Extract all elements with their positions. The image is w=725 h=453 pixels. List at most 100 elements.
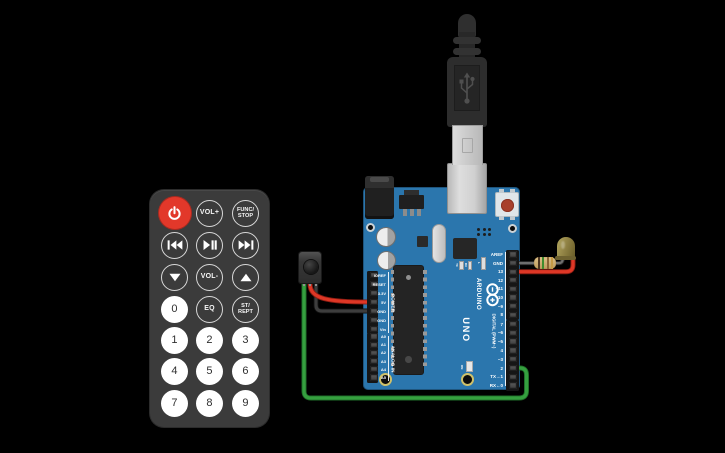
- pin-label-A4: A4: [380, 367, 386, 372]
- icsp-pin[interactable]: [482, 233, 486, 236]
- led-flange: [555, 256, 576, 260]
- chip-legs: [423, 270, 427, 370]
- pin-label-IOREF: IOREF: [373, 272, 386, 278]
- remote-button-label: VOL+: [199, 209, 220, 216]
- pin-socket-RESET[interactable]: [369, 280, 378, 288]
- pin-label-GND: GND: [377, 317, 386, 323]
- resistor[interactable]: [534, 257, 556, 269]
- play-pause-icon: [203, 240, 217, 250]
- pin-socket-~9[interactable]: [508, 302, 517, 310]
- led[interactable]: [556, 237, 575, 260]
- arrow-up-icon: [239, 273, 252, 282]
- usb-cable-connector[interactable]: [447, 57, 487, 127]
- remote-button-label: EQ: [204, 305, 215, 312]
- pin-socket-A3[interactable]: [369, 357, 378, 365]
- pin-socket-7[interactable]: [508, 320, 517, 328]
- remote-button-digit-0[interactable]: 0: [161, 295, 188, 323]
- wire-ir-gnd-black[interactable]: [314, 282, 371, 313]
- pin-socket-13[interactable]: [508, 268, 517, 275]
- pin-socket-2[interactable]: [508, 364, 517, 372]
- remote-button-play-pause[interactable]: [196, 231, 223, 259]
- pin-label-GND: GND: [493, 260, 503, 266]
- pin-label-RESET: RESET: [372, 281, 386, 287]
- pin-label-Vin: Vin: [379, 326, 386, 332]
- remote-button-st-rept[interactable]: ST/REPT: [232, 295, 259, 323]
- icsp-pin[interactable]: [477, 233, 480, 236]
- pin-socket-A5[interactable]: [369, 374, 378, 381]
- pin-label-5V: 5V: [381, 299, 386, 305]
- pin-socket-RX0[interactable]: [508, 382, 517, 389]
- wire-ir-5v-red-outline: [307, 281, 372, 305]
- pin-socket-A2[interactable]: [369, 349, 378, 357]
- pin-socket-A4[interactable]: [369, 366, 378, 373]
- pin-socket-3.3V[interactable]: [369, 289, 378, 297]
- remote-button-func-stop[interactable]: FUNC/STOP: [232, 199, 259, 227]
- wire-led-pin13-red[interactable]: [515, 258, 575, 274]
- remote-button-digit-3[interactable]: 3: [232, 326, 259, 354]
- pin-label-~5: ~5: [497, 339, 503, 345]
- led-highlight: [561, 241, 565, 249]
- silkscreen-line: [387, 336, 389, 381]
- mounting-hole: [460, 373, 474, 386]
- pin-socket-8[interactable]: [508, 311, 517, 318]
- resistor-band: [542, 257, 545, 269]
- arduino-uno-board[interactable]: [363, 187, 520, 390]
- pin-socket-GND[interactable]: [369, 316, 378, 324]
- remote-button-digit-8[interactable]: 8: [196, 389, 223, 417]
- pin-socket-~3[interactable]: [508, 356, 517, 363]
- regulator-leg: [417, 209, 421, 216]
- usb-trident-icon: [459, 72, 475, 104]
- pin-socket-12[interactable]: [508, 277, 517, 284]
- pin-socket-5V[interactable]: [369, 298, 378, 306]
- pin-socket-~11[interactable]: [508, 285, 517, 293]
- power-icon: [167, 205, 182, 221]
- pin-socket-~6[interactable]: [508, 329, 517, 336]
- pin-socket-TX1[interactable]: [508, 373, 517, 380]
- remote-button-digit-1[interactable]: 1: [161, 326, 188, 354]
- remote-button-label: 1: [171, 334, 178, 346]
- pin-socket-Vin[interactable]: [369, 325, 378, 333]
- pin-socket-A0[interactable]: [369, 333, 378, 340]
- pin-socket-IOREF[interactable]: [369, 271, 378, 279]
- usb-interface-chip: [453, 238, 477, 259]
- pin-socket-GND[interactable]: [369, 307, 378, 315]
- remote-button-power[interactable]: [157, 196, 192, 230]
- remote-button-skip-forward[interactable]: [232, 231, 259, 259]
- pin-socket-~10[interactable]: [508, 294, 517, 301]
- pin13-led: [481, 257, 486, 270]
- remote-button-digit-6[interactable]: 6: [232, 357, 259, 385]
- remote-button-label: 8: [206, 397, 213, 409]
- icsp-pin[interactable]: [488, 227, 491, 231]
- reset-button-cap[interactable]: [500, 198, 514, 212]
- remote-button-digit-4[interactable]: 4: [161, 357, 188, 385]
- remote-button-digit-7[interactable]: 7: [161, 389, 188, 417]
- remote-button-vol-up[interactable]: VOL+: [196, 199, 223, 227]
- pin-socket-~5[interactable]: [508, 338, 517, 345]
- remote-button-arrow-up[interactable]: [232, 263, 259, 291]
- rx-led: [467, 261, 472, 270]
- pin-socket-4[interactable]: [508, 347, 517, 354]
- remote-button-arrow-down[interactable]: [161, 263, 188, 291]
- remote-button-label: VOL-: [200, 273, 219, 280]
- pin-socket-AREF[interactable]: [508, 251, 517, 258]
- remote-button-digit-9[interactable]: 9: [232, 389, 259, 417]
- wire-ir-signal-green[interactable]: [302, 282, 529, 400]
- wire-ir-5v-red[interactable]: [308, 282, 371, 304]
- mounting-hole: [379, 373, 392, 386]
- remote-button-digit-5[interactable]: 5: [196, 357, 223, 385]
- remote-button-digit-2[interactable]: 2: [196, 326, 223, 354]
- pin-socket-GND[interactable]: [508, 259, 517, 267]
- arduino-logo-icon: [486, 283, 499, 307]
- icsp-pin[interactable]: [477, 227, 480, 231]
- resistor-band: [547, 257, 550, 269]
- pin-socket-A1[interactable]: [369, 341, 378, 348]
- usb-connector-panel: [454, 65, 480, 111]
- remote-button-label: 5: [206, 365, 213, 377]
- icsp-pin[interactable]: [488, 233, 491, 236]
- icsp-pin[interactable]: [482, 227, 486, 231]
- voltage-regulator: [399, 195, 424, 209]
- remote-button-vol-down[interactable]: VOL-: [196, 263, 223, 291]
- remote-button-skip-back[interactable]: [161, 231, 188, 259]
- remote-button-eq[interactable]: EQ: [196, 295, 223, 323]
